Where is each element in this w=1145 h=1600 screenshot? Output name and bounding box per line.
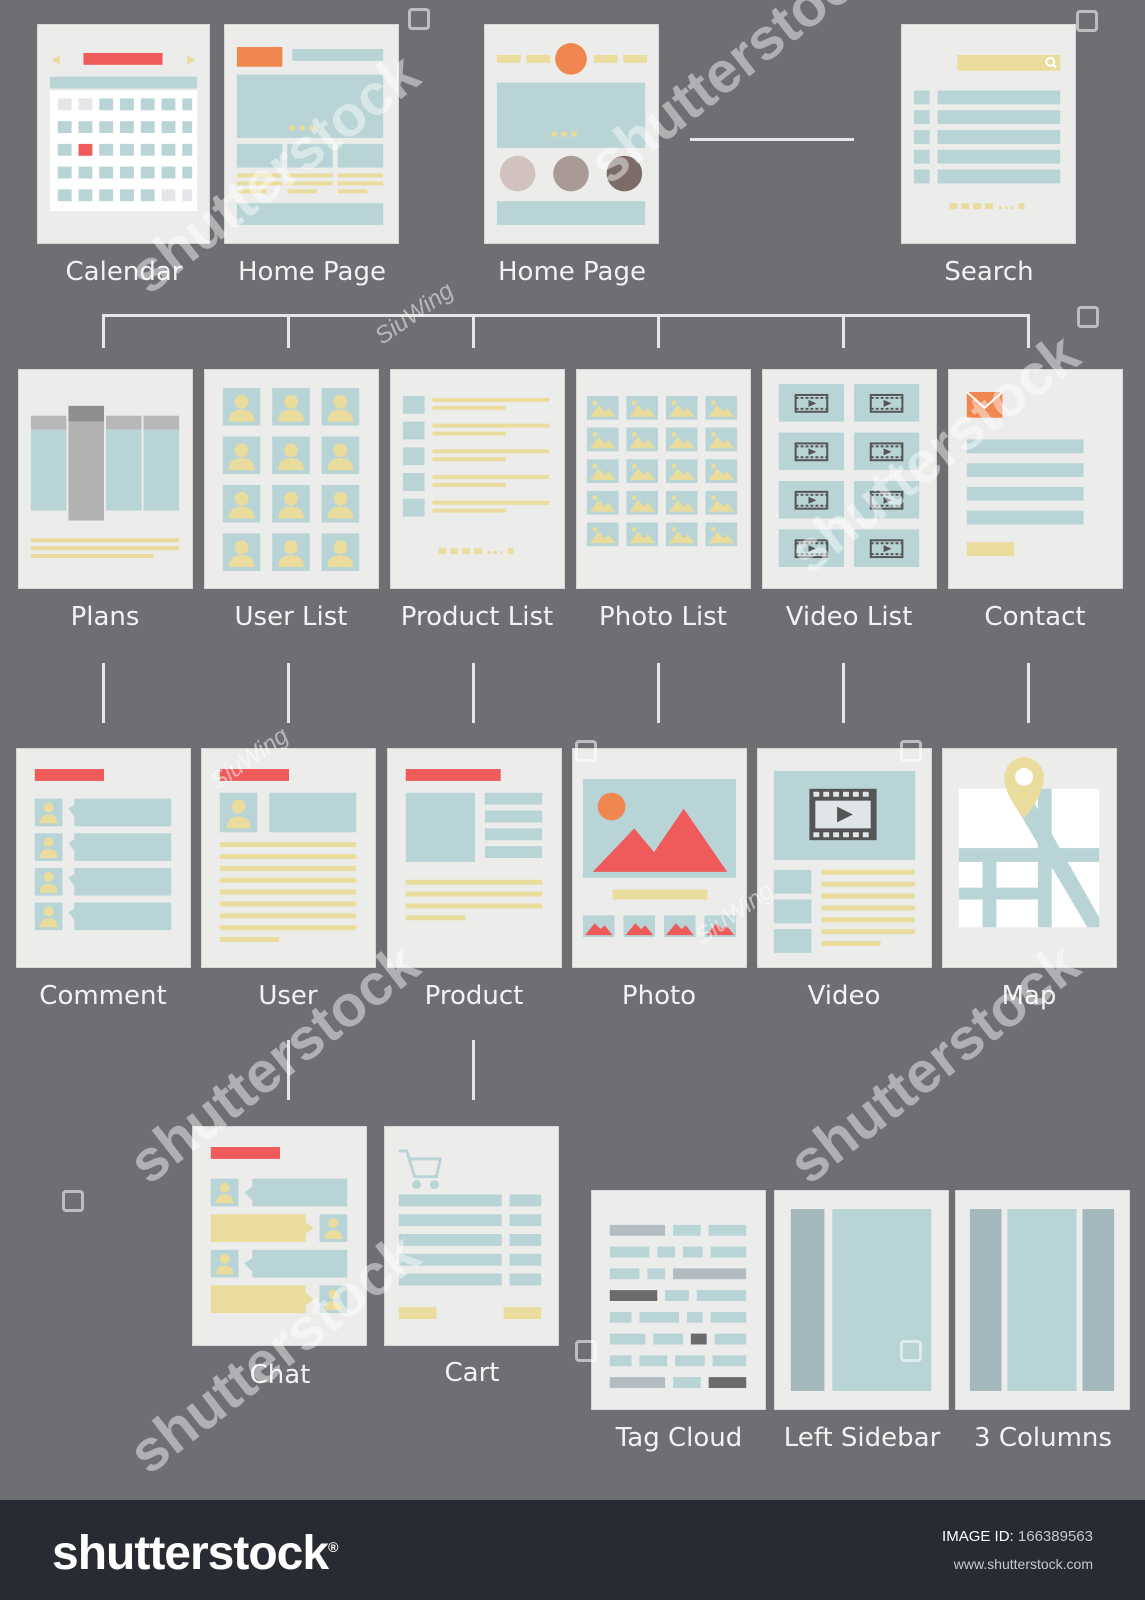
user-icon — [222, 388, 360, 571]
label-photo: Photo — [621, 981, 697, 1011]
calendar-card — [37, 24, 210, 244]
map-card — [942, 748, 1117, 968]
label-user: User — [258, 981, 318, 1011]
label-comment: Comment — [39, 981, 167, 1011]
label-product-list: Product List — [400, 602, 554, 632]
watermark-corner-icon — [62, 1190, 84, 1212]
connector-user-chat — [287, 1040, 290, 1100]
watermark-corner-icon — [575, 1340, 597, 1362]
footer-brand-logo: shutterstock® — [52, 1526, 338, 1581]
photo-list-card — [576, 369, 751, 589]
left-sidebar-card — [774, 1190, 949, 1410]
label-chat: Chat — [249, 1360, 311, 1390]
connector-contact-map — [1027, 663, 1030, 723]
user-list-card — [204, 369, 379, 589]
label-map: Map — [1001, 981, 1057, 1011]
watermark-corner-icon — [900, 740, 922, 762]
footer-bar: shutterstock® IMAGE ID: 166389563 www.sh… — [0, 1500, 1145, 1600]
cart-card — [384, 1126, 559, 1346]
product-card — [387, 748, 562, 968]
map-pin-icon — [1004, 757, 1044, 819]
bracket-tick-video-list — [842, 314, 845, 348]
plans-card — [18, 369, 193, 589]
bracket-tick-product-list — [472, 314, 475, 348]
connector-productlist-product — [472, 663, 475, 723]
envelope-icon — [966, 391, 1004, 418]
label-product: Product — [424, 981, 524, 1011]
photo-card — [572, 748, 747, 968]
watermark-corner-icon — [1076, 10, 1098, 32]
video-list-card — [762, 369, 937, 589]
watermark-corner-icon — [408, 8, 430, 30]
three-columns-card — [955, 1190, 1130, 1410]
label-cart: Cart — [444, 1358, 500, 1388]
bracket-tick-plans — [102, 314, 105, 348]
user-card — [201, 748, 376, 968]
photo-icon — [586, 395, 738, 547]
label-contact: Contact — [984, 602, 1086, 632]
product-list-card — [390, 369, 565, 589]
cart-icon — [398, 1149, 443, 1190]
label-left-sidebar: Left Sidebar — [783, 1423, 941, 1453]
bracket-horizontal — [103, 314, 1030, 317]
connector-product-cart — [472, 1040, 475, 1100]
label-three-columns: 3 Columns — [974, 1423, 1112, 1453]
home-page-card-2 — [484, 24, 659, 244]
watermark-corner-icon — [1077, 306, 1099, 328]
image-id-value: 166389563 — [1017, 1528, 1093, 1545]
label-search: Search — [944, 257, 1034, 287]
connector-userlist-user — [287, 663, 290, 723]
registered-mark: ® — [328, 1539, 338, 1555]
home-page-card-1 — [224, 24, 399, 244]
tag-cloud-card — [591, 1190, 766, 1410]
label-calendar: Calendar — [65, 257, 183, 287]
label-user-list: User List — [234, 602, 348, 632]
search-icon — [1045, 56, 1056, 67]
bracket-tick-contact — [1027, 314, 1030, 348]
bracket-tick-photo-list — [657, 314, 660, 348]
watermark-corner-icon — [575, 740, 597, 762]
chat-card — [192, 1126, 367, 1346]
bracket-tick-user-list — [287, 314, 290, 348]
connector-videolist-video — [842, 663, 845, 723]
label-video-list: Video List — [785, 602, 913, 632]
calendar-icon — [49, 52, 198, 212]
site-url[interactable]: www.shutterstock.com — [953, 1556, 1093, 1572]
footer-brand-text: shutterstock — [52, 1527, 329, 1580]
label-plans: Plans — [70, 602, 140, 632]
home-search-connector — [690, 138, 854, 141]
contact-card — [948, 369, 1123, 589]
label-video: Video — [807, 981, 881, 1011]
connector-plans-comment — [102, 663, 105, 723]
label-home-page-2: Home Page — [498, 257, 646, 287]
label-home-page-1: Home Page — [238, 257, 386, 287]
video-film-icon — [809, 788, 877, 841]
search-card — [901, 24, 1076, 244]
watermark-corner-icon — [900, 1340, 922, 1362]
comment-card — [16, 748, 191, 968]
connector-photolist-photo — [657, 663, 660, 723]
label-photo-list: Photo List — [599, 602, 727, 632]
label-tag-cloud: Tag Cloud — [615, 1423, 743, 1453]
video-card — [757, 748, 932, 968]
image-id-label: IMAGE ID: — [942, 1528, 1014, 1545]
image-id: IMAGE ID: 166389563 — [942, 1528, 1093, 1545]
watermark-brand: shutterstock — [776, 930, 1092, 1197]
